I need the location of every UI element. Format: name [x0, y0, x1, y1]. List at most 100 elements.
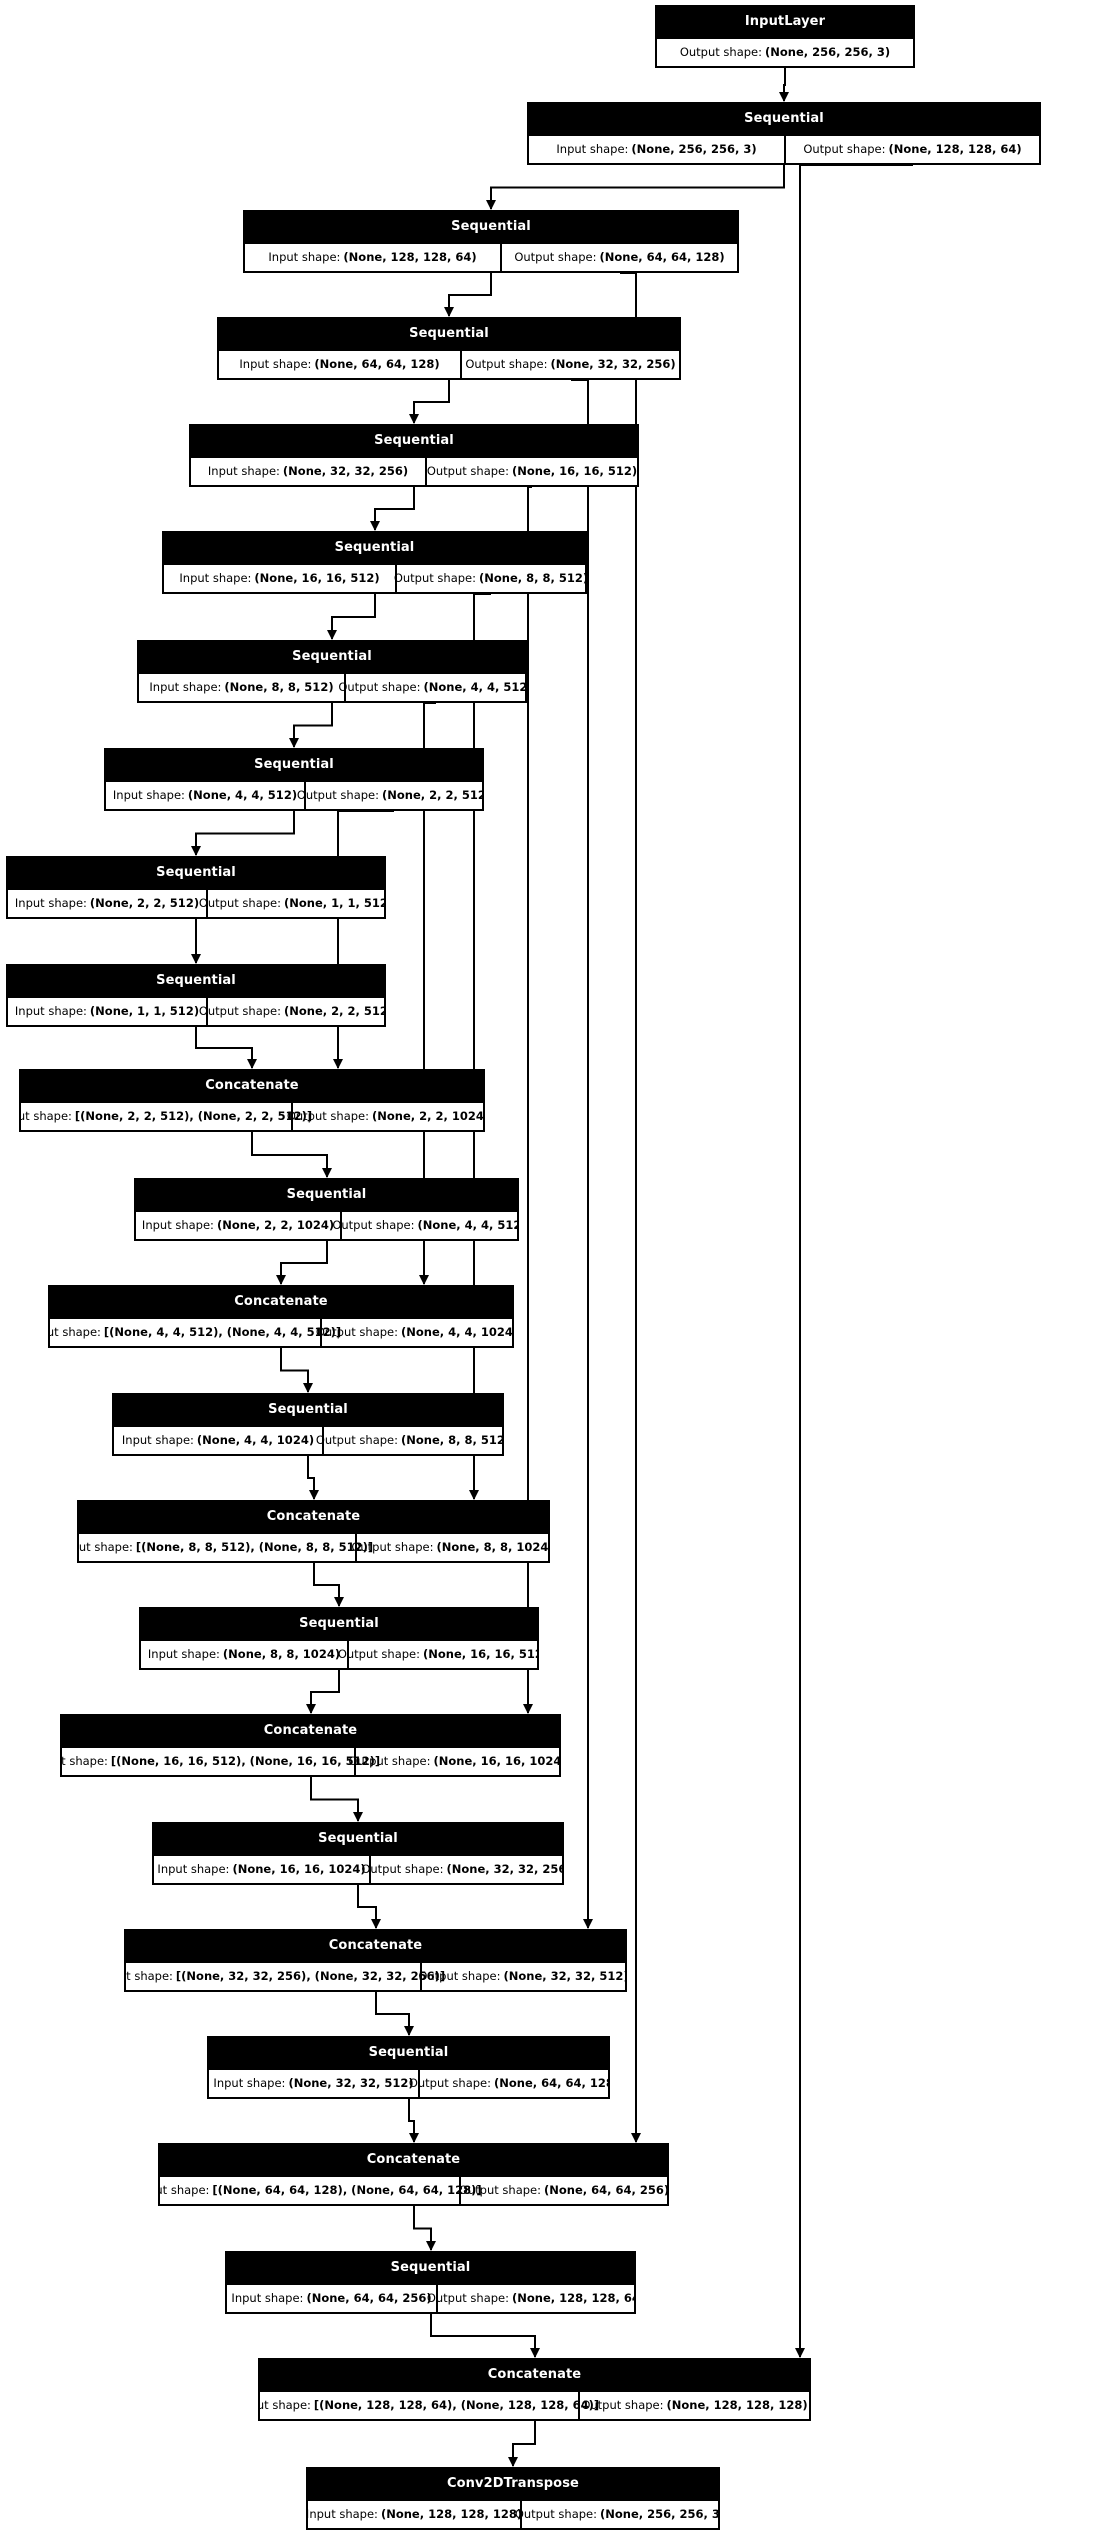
layer-node-concatenate[interactable]: ConcatenateInput shape:[(None, 16, 16, 5… [60, 1714, 561, 1777]
input-shape-label: Input shape: [141, 1217, 214, 1232]
edge-sequential [408, 2099, 419, 2143]
output-shape-value: (None, 2, 2, 1024) [372, 1108, 485, 1123]
layer-node-concatenate[interactable]: ConcatenateInput shape:[(None, 2, 2, 512… [19, 1069, 485, 1132]
edge-sequential [375, 1992, 414, 2036]
output-shape-label: Output shape: [361, 1861, 444, 1876]
output-shape-value: (None, 16, 16, 1024) [433, 1753, 561, 1768]
output-shape-value: (None, 4, 4, 512) [423, 679, 527, 694]
output-shape-value: (None, 64, 64, 256) [544, 2182, 669, 2197]
layer-shape-row: Input shape:[(None, 2, 2, 512), (None, 2… [21, 1101, 483, 1130]
layer-shape-row: Input shape:(None, 256, 256, 3) Output sh… [529, 134, 1039, 163]
edge-sequential [289, 703, 333, 748]
edge-sequential [251, 1132, 332, 1178]
layer-type-label: Concatenate [79, 1502, 548, 1532]
output-shape-value: (None, 1, 1, 512) [284, 895, 386, 910]
layer-shape-row: Input shape:(None, 4, 4, 512)Output shap… [106, 780, 482, 809]
layer-node-concatenate[interactable]: ConcatenateInput shape:[(None, 4, 4, 512… [48, 1285, 514, 1348]
layer-shape-row: Input shape:(None, 4, 4, 1024)Output sha… [114, 1425, 502, 1454]
output-shape-cell: Output shape:(None, 256, 256, 3) [657, 39, 913, 66]
input-shape-cell: Input shape:(None, 32, 32, 512) [209, 2070, 420, 2097]
layer-type-label: Sequential [245, 212, 737, 242]
output-shape-value: (None, 8, 8, 512) [479, 570, 587, 585]
input-shape-label: Input shape: [160, 2182, 210, 2197]
output-shape-label: Output shape: [315, 1324, 399, 1339]
layer-type-label: Concatenate [160, 2145, 667, 2175]
output-shape-label: Output shape: [393, 570, 477, 585]
output-shape-label: Output shape: [458, 2182, 542, 2197]
output-shape-label: Output shape: [408, 2075, 492, 2090]
layer-shape-row: Input shape:(None, 2, 2, 1024)Output sha… [136, 1210, 517, 1239]
input-shape-cell: Input shape:[(None, 128, 128, 64), (None… [260, 2392, 599, 2419]
input-shape-value: (None, 16, 16, 512) [254, 570, 380, 585]
output-shape-label: Output shape: [348, 1753, 431, 1768]
input-shape-label: Input shape: [556, 141, 629, 156]
output-shape-value: (None, 4, 4, 1024) [401, 1324, 514, 1339]
edge-sequential [357, 1885, 381, 1929]
input-shape-label: Input shape: [149, 679, 222, 694]
output-shape-label: Output shape: [426, 2290, 510, 2305]
output-shape-cell: Output shape:(None, 2, 2, 1024) [287, 1103, 485, 1130]
output-shape-label: Output shape: [198, 895, 282, 910]
input-shape-value: [(None, 128, 128, 64), (None, 128, 128, … [313, 2397, 600, 2412]
output-shape-value: (None, 32, 32, 256) [550, 356, 676, 371]
edge-sequential [310, 1777, 363, 1822]
layer-shape-row: Input shape:[(None, 8, 8, 512), (None, 8… [79, 1532, 548, 1561]
input-shape-value: (None, 4, 4, 512) [187, 787, 298, 802]
input-shape-cell: Input shape:(None, 8, 8, 1024) [141, 1641, 349, 1668]
layer-shape-row: Input shape:(None, 8, 8, 1024)Output sha… [141, 1639, 537, 1668]
input-shape-value: (None, 8, 8, 512) [224, 679, 334, 694]
layer-node-concatenate[interactable]: ConcatenateInput shape:[(None, 8, 8, 512… [77, 1500, 550, 1563]
input-shape-value: (None, 128, 128, 64) [343, 249, 477, 264]
layer-node-concatenate[interactable]: ConcatenateInput shape:[(None, 128, 128,… [258, 2358, 811, 2421]
layer-node-concatenate[interactable]: ConcatenateInput shape:[(None, 64, 64, 1… [158, 2143, 669, 2206]
layer-shape-row: Input shape:(None, 1, 1, 512)Output shap… [8, 996, 384, 1025]
input-shape-value: (None, 256, 256, 3) [631, 141, 757, 156]
layer-shape-row: Input shape:[(None, 16, 16, 512), (None,… [62, 1746, 559, 1775]
output-shape-label: Output shape: [514, 2506, 598, 2521]
output-shape-cell: Output shape:(None, 8, 8, 512) [316, 1427, 502, 1454]
edge-sequential [195, 1027, 257, 1069]
output-shape-label: Output shape: [315, 1432, 399, 1447]
input-shape-value: (None, 8, 8, 1024) [222, 1646, 341, 1661]
edge-skip-connection [795, 164, 913, 2358]
input-shape-label: Input shape: [213, 2075, 286, 2090]
layer-node-concatenate[interactable]: ConcatenateInput shape:[(None, 32, 32, 2… [124, 1929, 627, 1992]
output-shape-label: Output shape: [679, 44, 763, 59]
output-shape-cell: Output shape:(None, 16, 16, 1024) [348, 1748, 561, 1775]
output-shape-cell: Output shape:(None, 128, 128, 64) [786, 136, 1039, 163]
input-shape-label: Input shape: [239, 356, 312, 371]
edge-sequential [307, 1456, 319, 1500]
output-shape-label: Output shape: [338, 679, 421, 694]
output-shape-cell: Output shape:(None, 32, 32, 512) [418, 1963, 627, 1990]
output-shape-label: Output shape: [418, 1968, 501, 1983]
layer-type-label: Sequential [209, 2038, 608, 2068]
output-shape-value: (None, 128, 128, 128) [666, 2397, 808, 2412]
layer-type-label: Sequential [164, 533, 585, 563]
output-shape-label: Output shape: [337, 1646, 421, 1661]
input-shape-cell: Input shape:[(None, 16, 16, 512), (None,… [62, 1748, 380, 1775]
edge-sequential [486, 165, 785, 210]
input-shape-label: Input shape: [14, 1003, 87, 1018]
output-shape-value: (None, 256, 256, 3) [765, 44, 891, 59]
output-shape-value: (None, 32, 32, 512) [503, 1968, 627, 1983]
input-shape-label: Input shape: [112, 787, 185, 802]
output-shape-cell: Output shape:(None, 256, 256, 3) [515, 2501, 718, 2528]
